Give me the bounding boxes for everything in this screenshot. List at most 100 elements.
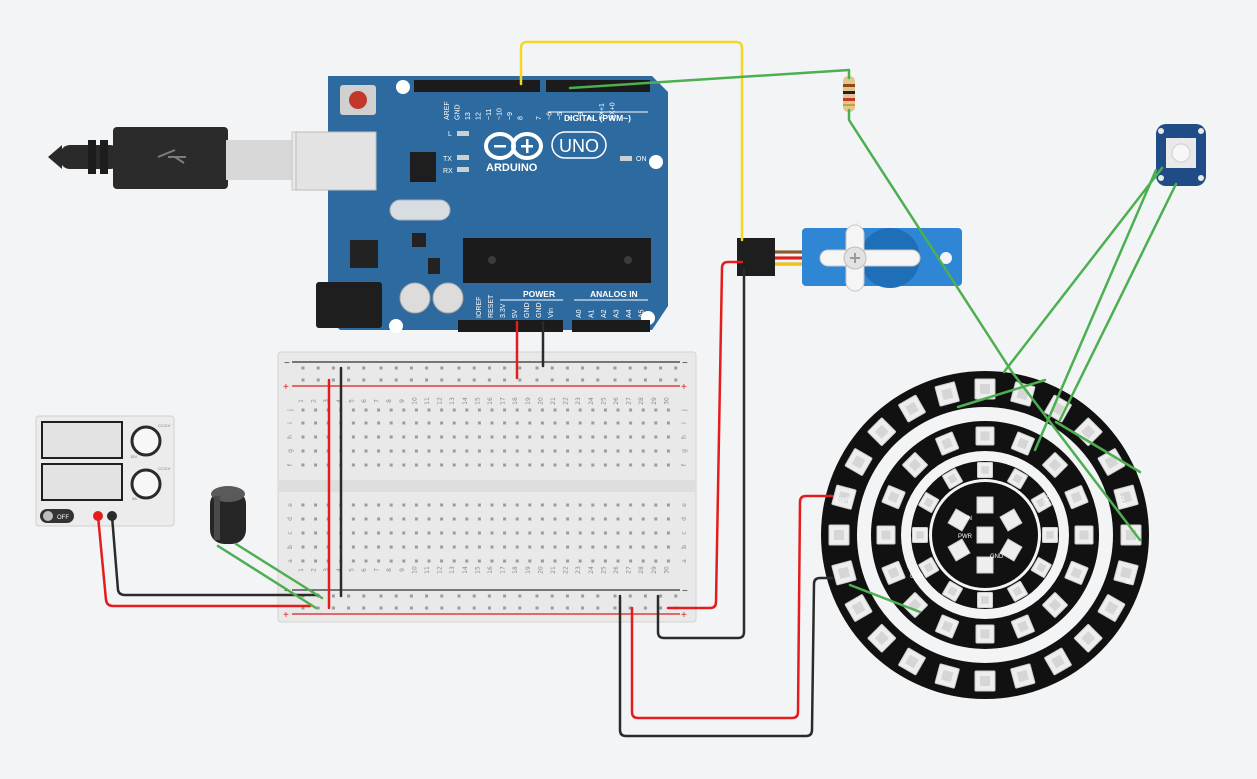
- pin-label: GND: [455, 104, 462, 120]
- wire-black-ring-gnd[interactable]: [618, 576, 834, 738]
- voltage-knob[interactable]: [130, 425, 162, 457]
- rail-minus-bottom-right: −: [682, 586, 688, 597]
- rail-minus-top-right: −: [682, 358, 688, 369]
- column-label: 13: [449, 566, 456, 574]
- column-label: 23: [575, 566, 582, 574]
- pin-label: TX+1: [599, 103, 606, 120]
- column-label: 30: [663, 566, 670, 574]
- wire-green-data[interactable]: [568, 68, 851, 90]
- neopixel-led: [947, 508, 971, 532]
- row-label: f: [287, 463, 294, 466]
- row-label: d: [681, 517, 688, 521]
- neopixel-rings[interactable]: OUT IN PWR PWR GND IN GND OUT: [821, 371, 1149, 699]
- wire-green-ring-chain[interactable]: [1010, 370, 1142, 542]
- neopixel-breakout[interactable]: [1156, 124, 1206, 186]
- pin-label: 7: [536, 116, 543, 120]
- column-label: 26: [613, 566, 620, 574]
- wire-green-ring-link[interactable]: [956, 378, 1047, 409]
- label-tx: TX: [443, 156, 452, 163]
- pin-label: ~9: [507, 112, 514, 120]
- neopixel-led: [976, 496, 994, 514]
- capacitor-leg-positive[interactable]: [216, 544, 318, 610]
- analog-header[interactable]: [572, 320, 650, 332]
- breadboard-holes[interactable]: [301, 366, 678, 610]
- servo-screw-icon: [850, 253, 860, 263]
- usb-icon: [157, 149, 186, 164]
- column-label: 3: [323, 568, 330, 572]
- pin-label: A4: [626, 309, 633, 318]
- column-label: 7: [374, 399, 381, 403]
- wire-green-breakout-3[interactable]: [1058, 182, 1178, 422]
- wire-green-breakout-4[interactable]: [1054, 420, 1142, 474]
- voltage-display: [41, 421, 123, 459]
- breadboard[interactable]: − + − + − + − + 112233445566778899101011…: [277, 351, 697, 623]
- power-label: POWER: [523, 289, 555, 299]
- arduino-infinity-logo: [484, 132, 543, 160]
- middle-ring-gnd-pad: GND: [910, 574, 924, 580]
- pin-label: AREF: [444, 101, 451, 120]
- rail-plus-bottom-right: +: [681, 610, 687, 621]
- neopixel-led: [999, 538, 1023, 562]
- column-label: 18: [512, 397, 519, 405]
- column-label: 23: [575, 397, 582, 405]
- row-label: j: [287, 409, 294, 412]
- capacitor-leg-negative[interactable]: [234, 542, 324, 600]
- electrolytic-capacitor[interactable]: [210, 486, 246, 544]
- wire-red-servo-power[interactable]: [666, 260, 744, 610]
- wire-black-servo-gnd[interactable]: [656, 268, 746, 640]
- reset-button-cap[interactable]: [349, 91, 367, 109]
- column-label: 3: [323, 399, 330, 403]
- column-label: 19: [525, 566, 532, 574]
- pin-label: RESET: [488, 294, 495, 318]
- arduino-uno-board[interactable]: L TX RX ON ARDUINO UNO DIGITAL (PWM~) PO…: [295, 76, 668, 333]
- column-label: 14: [462, 397, 469, 405]
- neopixel-led: [976, 556, 994, 574]
- wire-red-supply[interactable]: [96, 514, 312, 608]
- column-label: 15: [474, 397, 481, 405]
- row-label: g: [287, 449, 294, 453]
- jewel-gnd-pad: GND: [990, 554, 1004, 560]
- pin-label: ~11: [486, 109, 493, 120]
- resistor[interactable]: [843, 76, 855, 112]
- column-label: 9: [399, 568, 406, 572]
- digital-header-left[interactable]: [414, 80, 540, 92]
- power-header[interactable]: [458, 320, 563, 332]
- row-label: b: [287, 545, 294, 549]
- power-jack[interactable]: [316, 282, 382, 328]
- column-label: 29: [651, 566, 658, 574]
- column-label: 1: [298, 568, 305, 572]
- row-label: d: [287, 517, 294, 521]
- servo-motor[interactable]: [737, 220, 962, 292]
- ring-leds: [828, 378, 1142, 692]
- column-label: 8: [386, 399, 393, 403]
- pin-label: IOREF: [476, 297, 483, 318]
- pin-label: 12: [476, 112, 483, 120]
- mounting-hole: [389, 319, 403, 333]
- wire-yellow-signal[interactable]: [519, 40, 744, 242]
- pin-label: ~10: [497, 108, 504, 120]
- outer-ring-out-pad: OUT: [1118, 495, 1127, 509]
- dc-power-supply[interactable]: CC/CV 15V CC/CV 5A OFF: [35, 415, 175, 527]
- wire-green-ring-in[interactable]: [847, 108, 1014, 374]
- label-l: L: [448, 131, 452, 138]
- wire-black-supply[interactable]: [110, 514, 320, 597]
- middle-ring-out-pad: OUT: [1043, 491, 1055, 505]
- column-label: 28: [638, 397, 645, 405]
- pin-label: 2: [589, 116, 596, 120]
- column-label: 18: [512, 566, 519, 574]
- wires[interactable]: [96, 40, 1178, 738]
- row-label: c: [287, 531, 294, 534]
- knob1-bottom-label: 15V: [130, 454, 137, 459]
- wire-red-ring-power[interactable]: [630, 494, 834, 720]
- current-knob[interactable]: [130, 468, 162, 500]
- servo-connector[interactable]: [737, 238, 775, 276]
- wire-green-breakout-2[interactable]: [1033, 168, 1158, 452]
- row-label: j: [681, 409, 688, 412]
- wire-green-breakout-1[interactable]: [1002, 166, 1164, 374]
- column-label: 17: [500, 566, 507, 574]
- wire-green-ring-link-2[interactable]: [848, 583, 922, 614]
- pin-label: ~5: [557, 112, 564, 120]
